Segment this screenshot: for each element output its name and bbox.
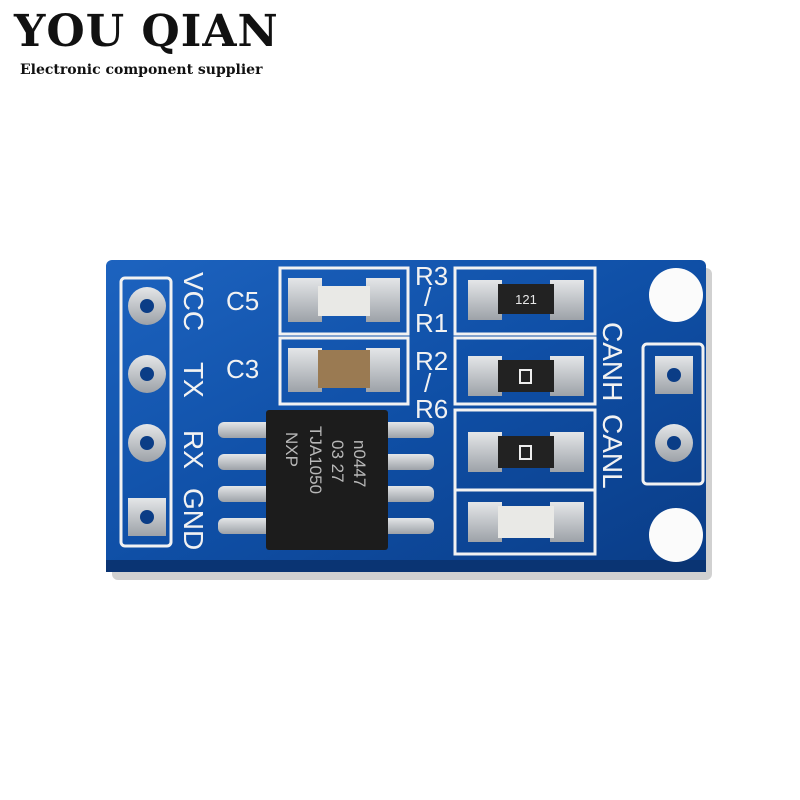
chip-text-lot: n0447: [350, 440, 369, 487]
component-designators: C5 C3 R3 / R1 R2 / R6: [226, 261, 448, 424]
pin-label-rx: RX: [178, 430, 209, 469]
chip-text-model: TJA1050: [306, 426, 325, 494]
pin-label-canl: CANL: [597, 414, 628, 489]
right-pin-labels: CANH CANL: [597, 322, 628, 489]
label-slash-2: /: [424, 368, 432, 398]
pin-label-gnd: GND: [178, 488, 209, 550]
pin-label-canh: CANH: [597, 322, 628, 401]
right-pin-header: [655, 356, 693, 462]
label-c3: C3: [226, 354, 259, 384]
label-r1: R1: [415, 308, 448, 338]
left-pin-labels: VCC TX RX GND: [178, 272, 209, 550]
resistor-marking: 121: [515, 292, 537, 307]
pcb-edge: [106, 560, 706, 572]
mounting-hole-bottom: [649, 508, 703, 562]
label-c5: C5: [226, 286, 259, 316]
label-r2: R2: [415, 346, 448, 376]
label-slash-1: /: [424, 282, 432, 312]
resistor-r2: [468, 356, 584, 396]
mounting-hole-top: [649, 268, 703, 322]
chip-text-date: 03 27: [328, 440, 347, 483]
pin-label-tx: TX: [178, 362, 209, 398]
brand-tagline: Electronic component supplier: [20, 62, 263, 78]
capacitor-bottom: [468, 502, 584, 542]
silkscreen-outlines: [119, 266, 705, 556]
pin-label-vcc: VCC: [178, 272, 209, 331]
resistor-r6: [468, 432, 584, 472]
left-pin-header: [128, 287, 166, 536]
label-r6: R6: [415, 394, 448, 424]
brand-name: YOU QIAN: [14, 6, 279, 57]
tja1050-chip: NXP TJA1050 03 27 n0447: [218, 410, 434, 550]
resistor-r3: 121: [468, 280, 584, 320]
capacitor-c3: [288, 348, 400, 392]
chip-text-nxp: NXP: [282, 432, 301, 467]
capacitor-c5: [288, 278, 400, 322]
label-r3: R3: [415, 261, 448, 291]
